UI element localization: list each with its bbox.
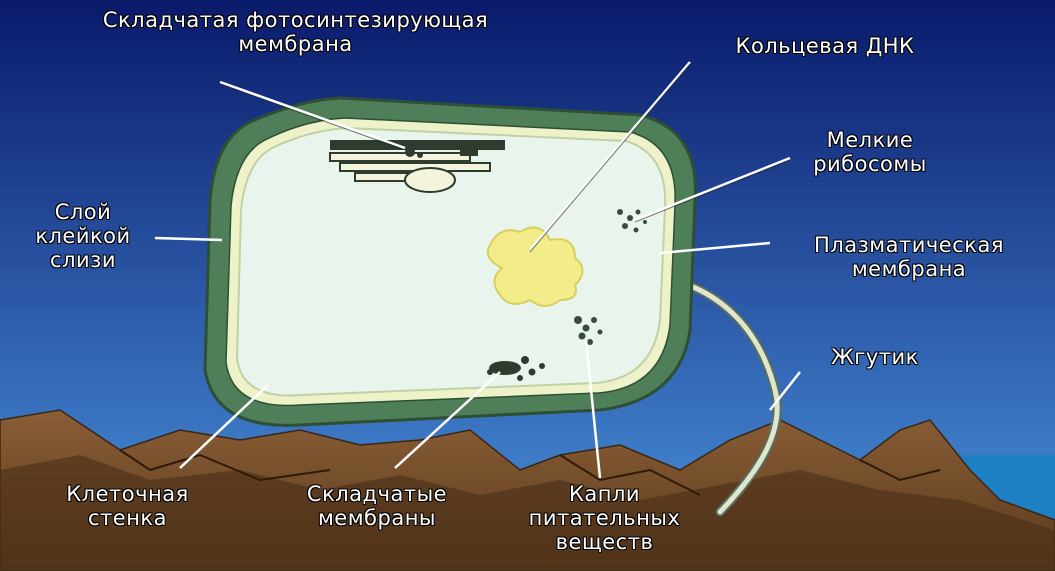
label-line: Складчатые <box>272 482 482 506</box>
label-nutrient-drops: Капли питательных веществ <box>492 482 717 554</box>
label-line: мембрана <box>768 257 1050 281</box>
label-line: питательных <box>492 506 717 530</box>
label-line: мембрана <box>18 32 573 56</box>
label-line: Жгутик <box>800 345 950 369</box>
label-folded-membranes: Складчатые мембраны <box>272 482 482 530</box>
label-line: Мелкие <box>775 128 965 152</box>
label-flagellum: Жгутик <box>800 345 950 369</box>
label-line: клейкой <box>18 224 148 248</box>
label-folded-photosynthetic-membrane: Складчатая фотосинтезирующая мембрана <box>18 8 573 56</box>
label-line: слизи <box>18 248 148 272</box>
label-line: веществ <box>492 530 717 554</box>
label-line: Капли <box>492 482 717 506</box>
label-slime-layer: Слой клейкой слизи <box>18 200 148 272</box>
label-line: Клеточная <box>35 482 220 506</box>
label-line: стенка <box>35 506 220 530</box>
label-line: рибосомы <box>775 152 965 176</box>
label-line: мембраны <box>272 506 482 530</box>
label-line: Кольцевая ДНК <box>700 34 950 58</box>
label-cell-wall: Клеточная стенка <box>35 482 220 530</box>
label-small-ribosomes: Мелкие рибосомы <box>775 128 965 176</box>
label-line: Складчатая фотосинтезирующая <box>18 8 573 32</box>
label-circular-dna: Кольцевая ДНК <box>700 34 950 58</box>
label-line: Слой <box>18 200 148 224</box>
label-plasma-membrane: Плазматическая мембрана <box>768 233 1050 281</box>
label-line: Плазматическая <box>768 233 1050 257</box>
